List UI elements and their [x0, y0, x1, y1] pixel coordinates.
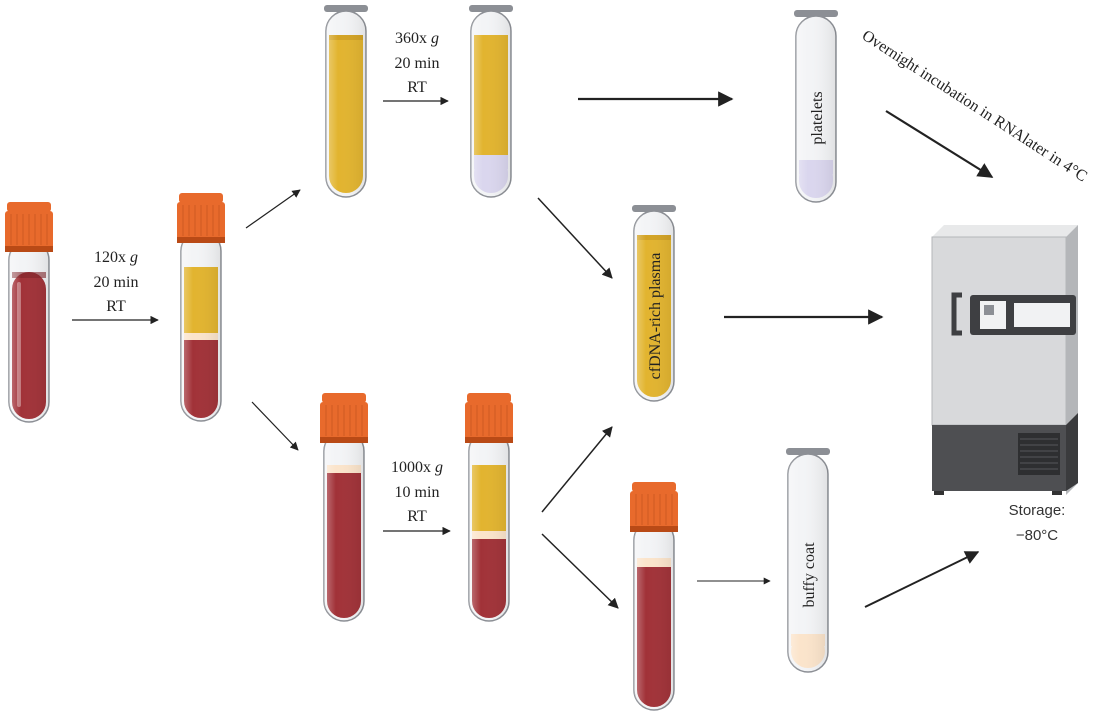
spin3-speed: 1000x g — [391, 459, 443, 476]
arrow-buffy-to-freezer — [864, 551, 980, 608]
tube-cap — [320, 393, 368, 443]
spin3-time: 10 min — [395, 484, 440, 501]
spin2-time: 20 min — [395, 55, 440, 72]
tube-blood-buffy — [630, 482, 678, 711]
tube-whole-blood — [5, 202, 53, 423]
tube-cap — [5, 202, 53, 252]
arrows — [72, 91, 994, 609]
incubation-note: Overnight incubation in RNAlater in 4°C — [859, 27, 1090, 185]
arrow-to-plasma-top — [245, 189, 301, 229]
storage-temperature: −80°C — [1016, 527, 1058, 544]
label-cfdna-plasma: cfDNA-rich plasma — [647, 253, 664, 380]
spin1-time: 20 min — [94, 274, 139, 291]
arrow-to-blood-bottom — [251, 401, 299, 451]
tube-cap — [465, 393, 513, 443]
label-platelets: platelets — [809, 91, 826, 144]
tube-separated-120g — [177, 193, 225, 422]
tube-platelets — [794, 10, 838, 203]
spin3-temp: RT — [407, 508, 427, 525]
arrow-to-blood-buffy — [541, 533, 619, 609]
spin1-temp: RT — [106, 298, 126, 315]
arrow-plasma-up — [541, 426, 613, 513]
tube-cap — [177, 193, 225, 243]
storage-label: Storage: — [1009, 502, 1066, 519]
arrow-platelets-to-freezer — [885, 110, 994, 178]
tube-buffy-coat — [786, 448, 830, 673]
tube-cap — [630, 482, 678, 532]
arrow-to-cfdna-plasma — [537, 197, 613, 279]
label-buffy-coat: buffy coat — [801, 542, 818, 608]
tube-cfdna-plasma — [632, 205, 676, 402]
tube-plasma-pellet — [469, 5, 513, 198]
spin2-temp: RT — [407, 79, 427, 96]
tube-blood-bottom — [320, 393, 368, 622]
spin1-speed: 120x g — [94, 249, 138, 266]
tube-plasma-top — [324, 5, 368, 198]
tube-separated-1000g — [465, 393, 513, 622]
spin2-speed: 360x g — [395, 30, 439, 47]
freezer-icon — [931, 225, 1078, 495]
